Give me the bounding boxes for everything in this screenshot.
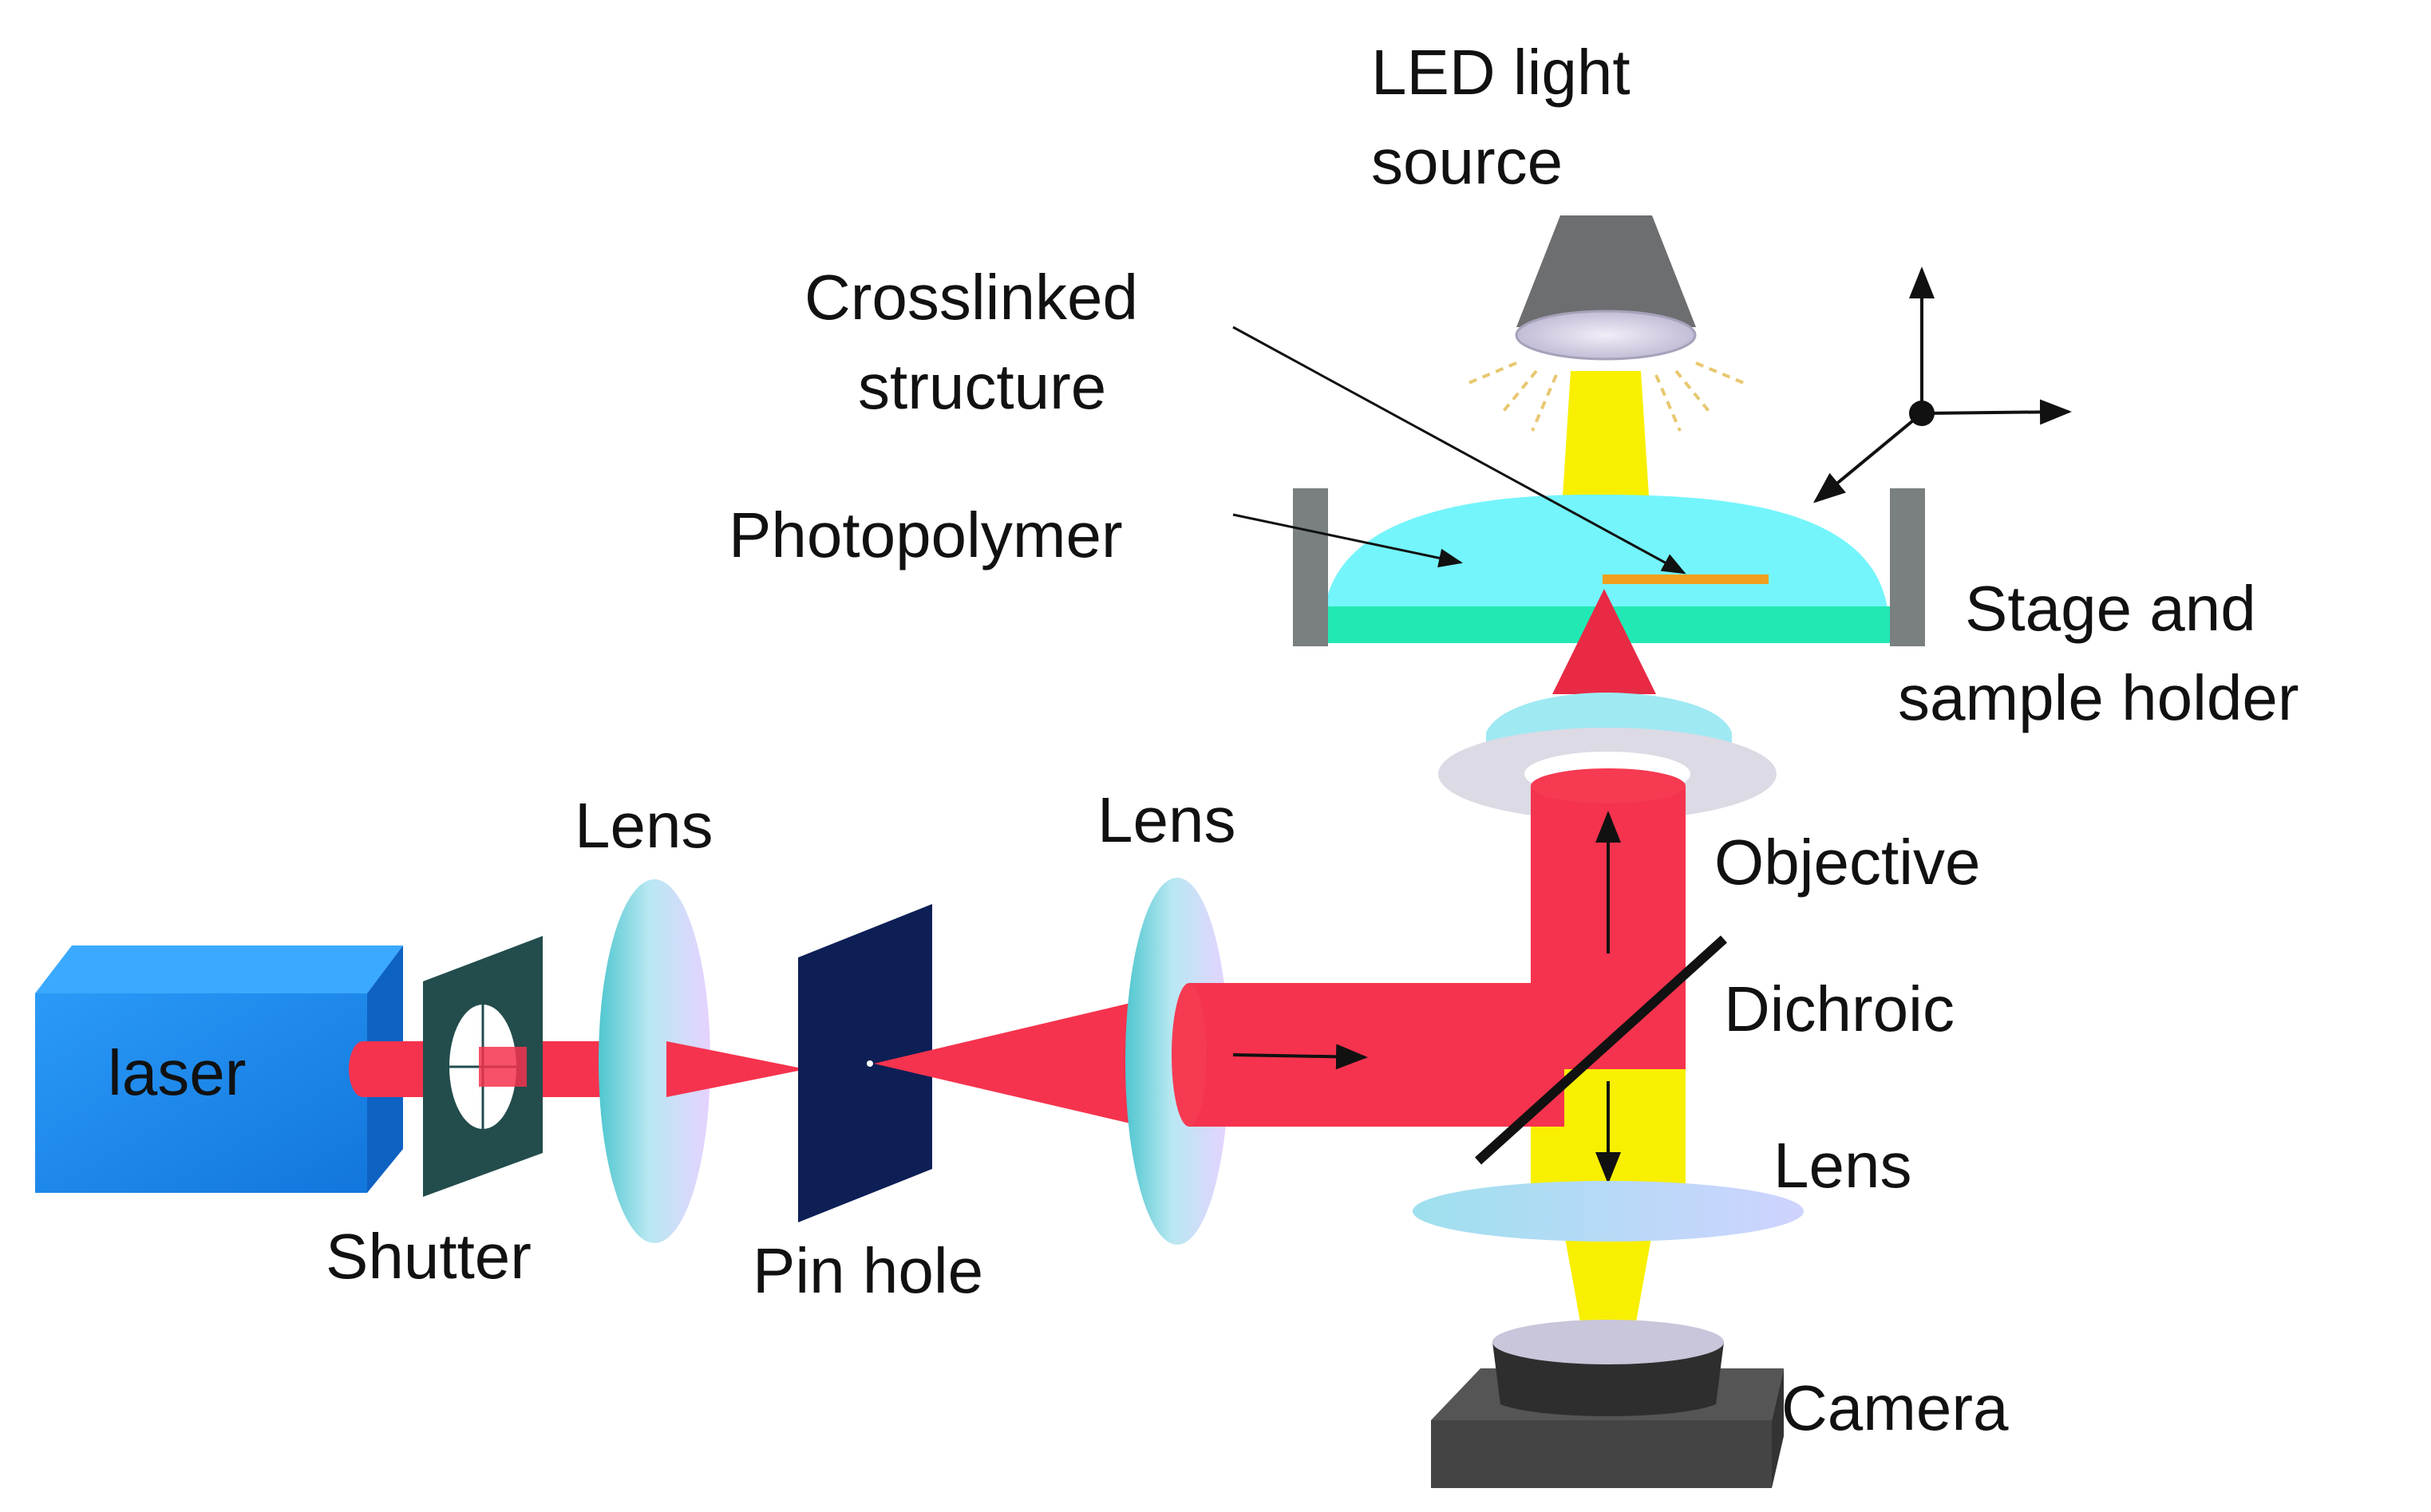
focused-beam-cone — [1552, 589, 1656, 694]
label-dichroic: Dichroic — [1724, 973, 1955, 1044]
label-crosslinked-line2: structure — [858, 351, 1106, 422]
label-lens-3: Lens — [1773, 1130, 1911, 1201]
label-laser: laser — [108, 1037, 246, 1108]
beam-direction-arrow-right — [1232, 1044, 1368, 1070]
camera — [1431, 1320, 1784, 1488]
led-light-source — [1468, 215, 1745, 496]
label-pinhole: Pin hole — [753, 1235, 983, 1306]
dichroic-mirror — [1474, 935, 1728, 1165]
label-led-source-line1: LED light — [1371, 37, 1631, 108]
stage-left-wall — [1293, 488, 1328, 646]
laser-beam-diverging — [874, 1001, 1137, 1125]
crosslinked-leader-line — [1232, 326, 1686, 574]
laser-unit — [35, 945, 403, 1193]
xyz-axes-icon — [1812, 266, 2072, 503]
label-stage-line2: sample holder — [1898, 662, 2299, 733]
camera-sensor-window — [1492, 1320, 1724, 1364]
label-stage-line1: Stage and — [1965, 573, 2256, 644]
led-housing — [1516, 215, 1696, 327]
crosslinked-structure — [1603, 574, 1769, 584]
led-emitter-face — [1515, 310, 1697, 361]
label-lens-1: Lens — [575, 790, 713, 861]
label-objective: Objective — [1714, 827, 1980, 898]
objective-ring — [1438, 728, 1777, 820]
led-light-beam — [1563, 371, 1649, 496]
stage-right-wall — [1890, 488, 1925, 646]
laser-front-face — [35, 993, 367, 1193]
camera-body — [1431, 1420, 1772, 1488]
objective — [1438, 589, 1777, 820]
laser-beam-vertical — [1531, 768, 1686, 1184]
laser-top-face — [35, 945, 403, 993]
emission-beam-focused — [1563, 1225, 1654, 1331]
camera-body-side — [1772, 1368, 1784, 1488]
label-lens-2: Lens — [1097, 784, 1235, 855]
pinhole — [798, 904, 932, 1222]
label-shutter: Shutter — [326, 1221, 532, 1292]
shutter — [423, 936, 543, 1197]
pinhole-plate — [798, 904, 932, 1222]
photopolymer-leader-line — [1232, 513, 1463, 568]
label-photopolymer: Photopolymer — [729, 499, 1123, 570]
stage-and-sample-holder — [1293, 488, 1925, 646]
label-crosslinked-line1: Crosslinked — [804, 262, 1138, 333]
pinhole-aperture — [867, 1060, 873, 1067]
led-glow-rays — [1468, 361, 1745, 432]
label-camera: Camera — [1781, 1372, 2009, 1443]
lens-1 — [599, 879, 710, 1243]
label-led-source-line2: source — [1371, 126, 1563, 197]
lens-3 — [1413, 1181, 1804, 1242]
laser-beam-expanded — [1172, 983, 1564, 1127]
laser-beam-converging — [666, 1041, 806, 1097]
